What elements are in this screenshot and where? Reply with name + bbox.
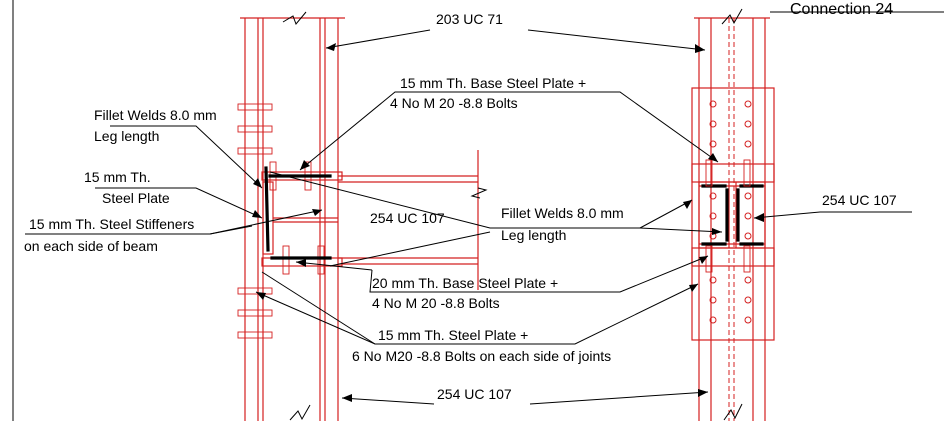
label-fillet-weld-center-2: Leg length <box>501 227 566 243</box>
label-stiffeners-2: on each side of beam <box>24 238 158 254</box>
label-splice-plate-1: 15 mm Th. Steel Plate + <box>378 327 528 343</box>
label-steel-plate-left-2: Steel Plate <box>102 190 170 206</box>
label-stiffeners-1: 15 mm Th. Steel Stiffeners <box>29 216 194 232</box>
leader-lines <box>25 29 912 405</box>
label-beam: 254 UC 107 <box>370 210 445 226</box>
label-base-plate-bottom-2: 4 No M 20 -8.8 Bolts <box>372 295 500 311</box>
column-splice-bolts <box>237 103 273 339</box>
label-fillet-weld-center-1: Fillet Welds 8.0 mm <box>501 205 624 221</box>
label-splice-plate-2: 6 No M20 -8.8 Bolts on each side of join… <box>352 348 611 364</box>
label-base-plate-top-1: 15 mm Th. Base Steel Plate + <box>400 75 586 91</box>
label-steel-plate-left-1: 15 mm Th. <box>84 169 151 185</box>
label-fillet-weld-left-2: Leg length <box>94 128 159 144</box>
label-column-bottom: 254 UC 107 <box>437 386 512 402</box>
label-section-right: 254 UC 107 <box>822 192 897 208</box>
label-base-plate-bottom-1: 20 mm Th. Base Steel Plate + <box>372 275 558 291</box>
label-column-top: 203 UC 71 <box>436 11 503 27</box>
left-elevation <box>237 11 488 421</box>
label-base-plate-top-2: 4 No M 20 -8.8 Bolts <box>390 95 518 111</box>
drawing-title: Connection 24 <box>790 1 893 18</box>
label-fillet-weld-left-1: Fillet Welds 8.0 mm <box>94 107 217 123</box>
